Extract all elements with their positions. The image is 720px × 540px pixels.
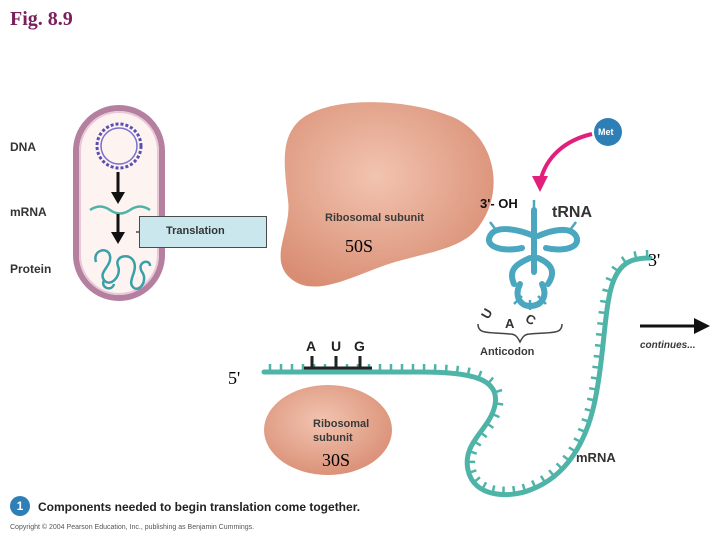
mrna-tooth bbox=[455, 365, 460, 374]
dna-plasmid-icon bbox=[95, 122, 143, 170]
anticodon-label: Anticodon bbox=[480, 346, 535, 358]
five-prime-label: 5' bbox=[228, 368, 241, 388]
caption-text: Components needed to begin translation c… bbox=[38, 500, 361, 514]
mrna-tooth bbox=[473, 440, 482, 447]
copyright-text: Copyright © 2004 Pearson Education, Inc.… bbox=[10, 524, 255, 531]
trna-shape bbox=[486, 207, 580, 309]
mrna-tooth bbox=[481, 481, 488, 490]
mrna-tooth bbox=[633, 251, 638, 260]
mrna-tooth bbox=[611, 265, 620, 273]
mrna-tooth bbox=[468, 449, 478, 455]
mrna-tooth bbox=[466, 367, 471, 376]
mrna-tooth bbox=[602, 288, 611, 293]
mrna-tooth bbox=[548, 469, 556, 478]
mrna-tooth bbox=[599, 299, 609, 304]
trna-3-oh-label: 3'- OH bbox=[480, 196, 518, 211]
mrna-tooth bbox=[568, 446, 577, 453]
anticodon-a: A bbox=[505, 316, 515, 331]
mrna-tooth bbox=[479, 431, 488, 439]
mrna-tooth bbox=[598, 310, 607, 315]
mrna-tooth bbox=[592, 365, 601, 370]
mrna-tooth bbox=[588, 386, 598, 391]
mrna-tooth bbox=[594, 343, 603, 348]
mrna-tooth bbox=[494, 388, 503, 394]
anticodon-brace bbox=[477, 323, 563, 344]
mrna-tooth bbox=[521, 483, 527, 493]
codon-g: G bbox=[354, 338, 365, 354]
down-arrow-icon bbox=[111, 172, 125, 204]
protein-label: Protein bbox=[10, 262, 52, 276]
mrna-tooth bbox=[444, 364, 448, 373]
translation-label: Translation bbox=[166, 225, 225, 237]
mrna-tooth bbox=[581, 417, 590, 423]
cell-outline bbox=[73, 105, 165, 301]
small-subunit-label-1: Ribosomal bbox=[313, 418, 370, 430]
mrna-tooth bbox=[473, 476, 481, 484]
mrna-tooth bbox=[539, 475, 547, 484]
mrna-tooth bbox=[593, 354, 602, 359]
mrna-tooth bbox=[590, 376, 599, 380]
mrna-tooth bbox=[512, 485, 516, 495]
large-subunit-shape bbox=[280, 102, 494, 287]
step-badge: 1 bbox=[10, 496, 30, 516]
down-arrow-icon bbox=[111, 214, 125, 244]
met-label: Met bbox=[598, 127, 614, 137]
mrna-tooth bbox=[468, 469, 477, 474]
mrna-tooth bbox=[555, 462, 564, 470]
met-arrow-icon bbox=[538, 132, 593, 183]
mrna-tooth bbox=[586, 397, 596, 402]
mrna-tooth bbox=[491, 485, 496, 494]
continue-arrow-icon bbox=[640, 318, 710, 334]
three-prime-label: 3' bbox=[648, 250, 661, 270]
mrna-tooth bbox=[487, 376, 495, 385]
codon-bracket bbox=[304, 356, 372, 370]
dna-label: DNA bbox=[10, 140, 36, 154]
mrna-tooth bbox=[486, 422, 495, 429]
mrna-side-label: mRNA bbox=[10, 205, 47, 219]
met-arrowhead bbox=[532, 176, 548, 192]
large-subunit-label: Ribosomal subunit bbox=[325, 212, 424, 224]
met-ball-icon bbox=[594, 118, 622, 146]
protein-icon bbox=[94, 249, 152, 291]
mrna-tooth bbox=[530, 479, 537, 489]
mrna-tooth bbox=[477, 370, 483, 379]
mrna-tooth bbox=[577, 427, 587, 434]
mrna-tooth bbox=[597, 321, 606, 326]
codon-a: A bbox=[306, 338, 317, 354]
small-subunit-size: 30S bbox=[322, 450, 351, 470]
codon-u: U bbox=[331, 338, 342, 354]
small-subunit-shape bbox=[264, 385, 392, 475]
mini-mrna-icon bbox=[89, 205, 151, 215]
mrna-tooth bbox=[562, 454, 571, 462]
mrna-tooth bbox=[595, 332, 605, 337]
mrna-tooth bbox=[605, 276, 614, 283]
trna-anticodon-teeth bbox=[489, 200, 577, 310]
translation-box bbox=[139, 216, 267, 248]
figure-title: Fig. 8.9 bbox=[10, 8, 73, 30]
mrna-label: mRNA bbox=[576, 450, 616, 465]
mrna-tooth bbox=[584, 407, 593, 413]
mrna-tooth bbox=[620, 256, 628, 265]
mrna-tooth bbox=[573, 437, 582, 444]
large-subunit-size: 50S bbox=[345, 236, 374, 256]
mrna-tooth bbox=[495, 402, 504, 406]
mrna-tooth bbox=[491, 412, 500, 419]
trna-label: tRNA bbox=[552, 204, 592, 221]
continues-label: continues... bbox=[640, 340, 696, 351]
small-subunit-label-2: subunit bbox=[313, 432, 353, 444]
